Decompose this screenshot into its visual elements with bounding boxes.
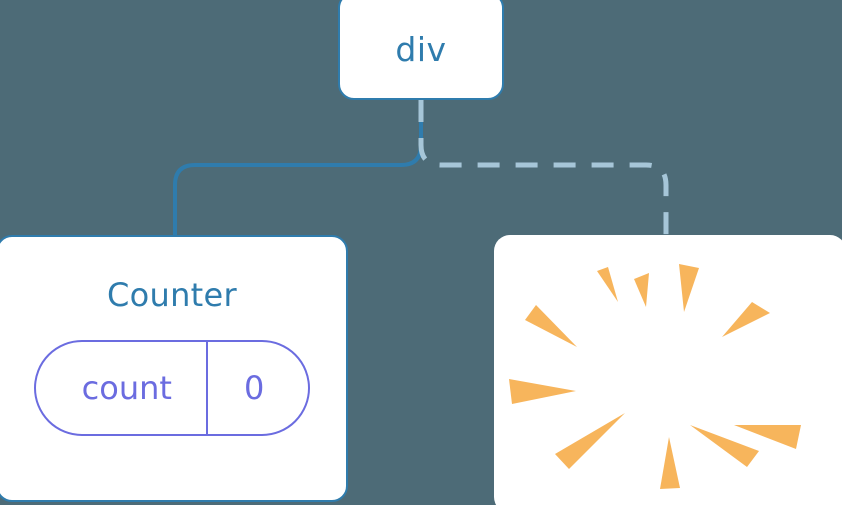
edge-div-to-counter bbox=[173, 100, 423, 237]
node-div-label: div bbox=[395, 29, 447, 69]
node-counter[interactable]: Counter count 0 bbox=[0, 235, 348, 502]
node-div[interactable]: div bbox=[338, 0, 504, 100]
state-badge-count[interactable]: count 0 bbox=[33, 340, 311, 436]
edge-div-to-sparkle bbox=[418, 100, 669, 237]
node-sparkle[interactable] bbox=[494, 235, 842, 505]
state-key-label: count bbox=[81, 369, 172, 407]
sparkle-burst-icon bbox=[509, 264, 801, 489]
node-counter-label: Counter bbox=[107, 276, 237, 314]
state-value-label: 0 bbox=[243, 369, 265, 407]
state-divider bbox=[205, 342, 208, 434]
